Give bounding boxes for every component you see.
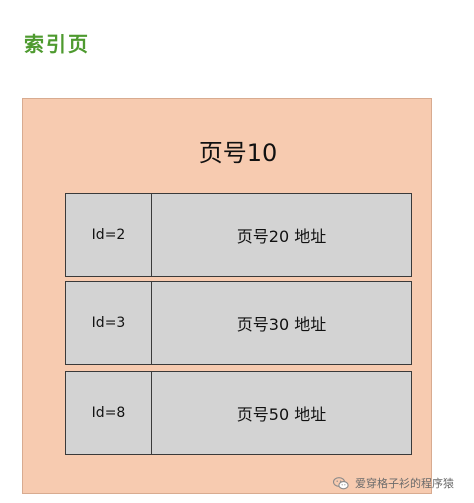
index-record: Id=8 页号50 地址	[65, 371, 412, 455]
index-record: Id=2 页号20 地址	[65, 193, 412, 277]
record-id-cell: Id=3	[66, 282, 152, 364]
record-address-cell: 页号50 地址	[236, 405, 327, 424]
index-page-box: 页号10 Id=2 页号20 地址 Id=3 页号30 地址 Id=8 页号50…	[22, 98, 432, 494]
page-number-title: 页号10	[198, 139, 278, 167]
index-page-heading: 索引页	[24, 32, 90, 56]
watermark-text: 爱穿格子衫的程序猿	[355, 477, 454, 490]
wechat-icon	[333, 476, 349, 490]
record-id-cell: Id=8	[66, 372, 152, 454]
record-address-cell: 页号30 地址	[236, 315, 327, 334]
record-address-cell: 页号20 地址	[236, 227, 327, 246]
record-id-cell: Id=2	[66, 194, 152, 276]
index-record: Id=3 页号30 地址	[65, 281, 412, 365]
watermark: 爱穿格子衫的程序猿	[333, 475, 454, 491]
